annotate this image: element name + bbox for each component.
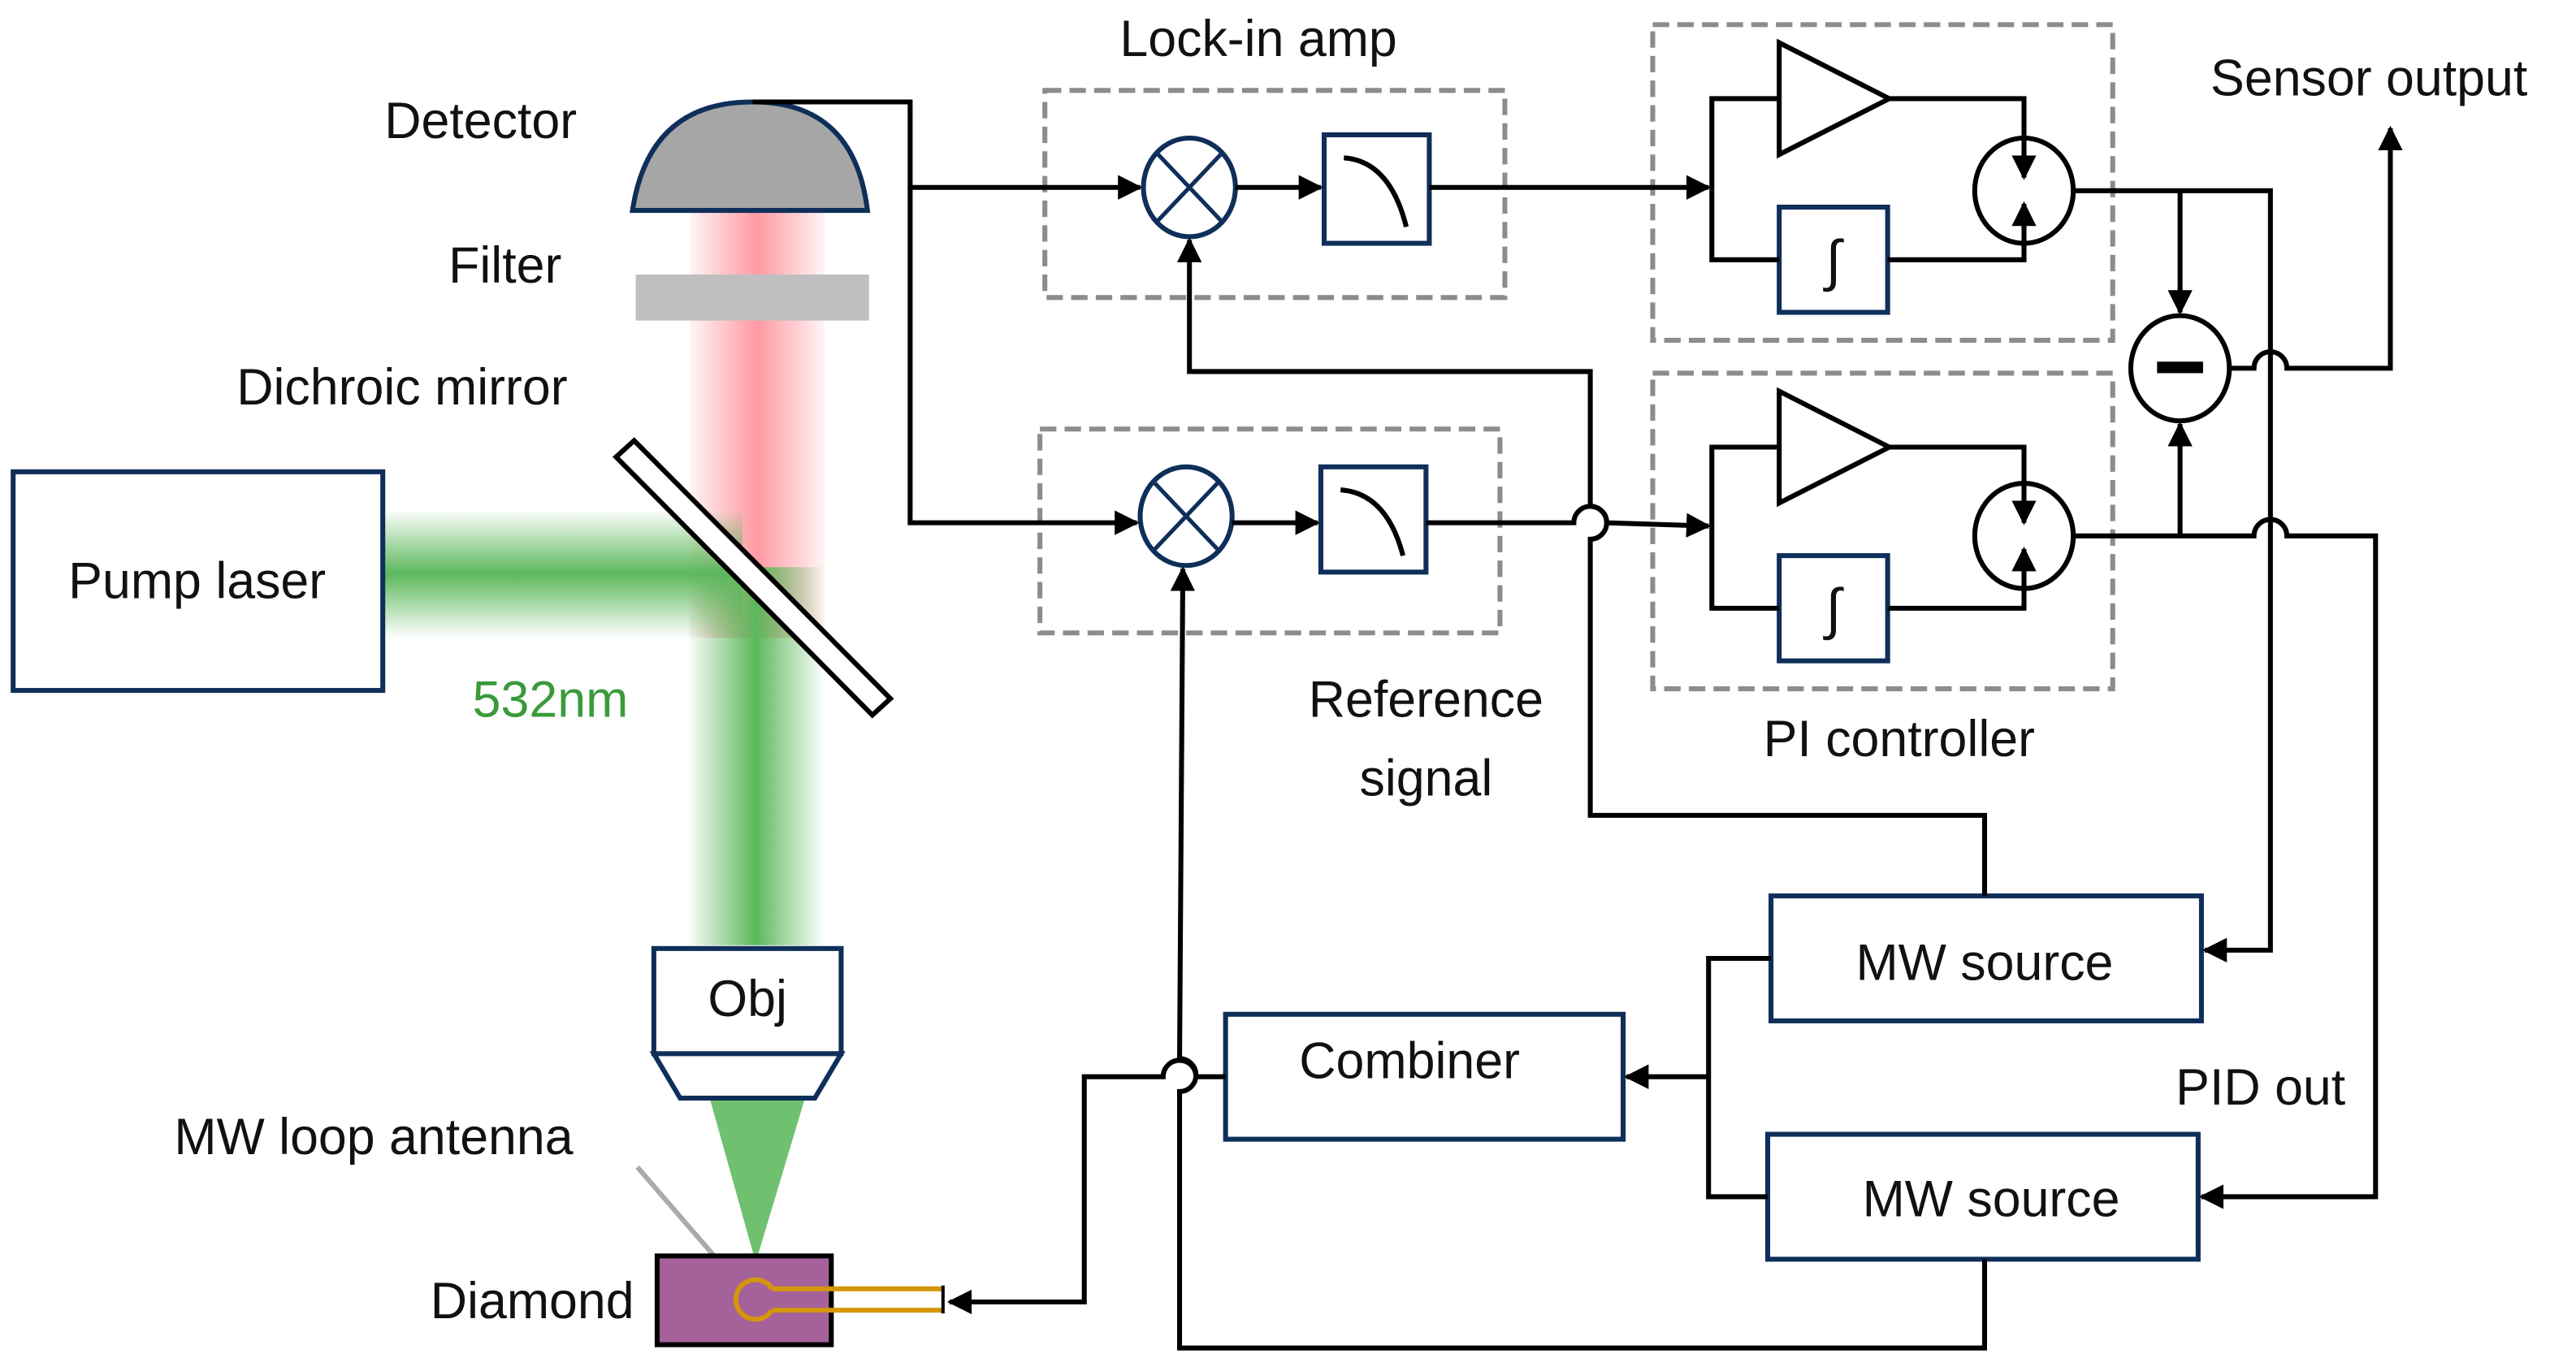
pid-out-label: PID out — [2176, 1059, 2345, 1116]
mixer-2-cross — [1153, 482, 1219, 551]
diamond-sample — [654, 1253, 834, 1347]
sensor-output-label: Sensor output — [2210, 50, 2527, 106]
integrator-1-symbol: ∫ — [1822, 229, 1843, 292]
detector-label: Detector — [384, 93, 577, 149]
green-beam-horizontal — [384, 509, 743, 638]
reference-label-1: Reference — [1309, 671, 1543, 728]
p-gain-2-icon — [1777, 387, 1895, 508]
minus-icon — [2157, 361, 2203, 374]
green-focus-cone — [709, 1098, 805, 1263]
mw-source-2-label: MW source — [1863, 1171, 2120, 1228]
integrator-2-symbol: ∫ — [1822, 577, 1843, 641]
mixer-1-cross — [1156, 153, 1223, 222]
wavelength-label: 532nm — [473, 671, 629, 728]
pi-controller-1-group — [1650, 22, 2115, 343]
pump-laser-box — [11, 469, 386, 694]
antenna-label: MW loop antenna — [174, 1109, 573, 1166]
lowpass-filter-2 — [1318, 464, 1429, 575]
dichroic-mirror-label: Dichroic mirror — [236, 359, 567, 416]
filter-label: Filter — [448, 237, 561, 294]
lowpass-2-curve-icon — [1340, 487, 1405, 556]
lockin-amp-1-group — [1042, 88, 1508, 301]
dichroic-mirror-icon — [612, 437, 894, 719]
mw-source-1-label: MW source — [1856, 934, 2114, 991]
p-gain-1-icon — [1777, 38, 1895, 159]
lowpass-filter-1 — [1321, 132, 1432, 246]
diamond-label: Diamond — [431, 1273, 634, 1330]
combiner-label: Combiner — [1299, 1033, 1520, 1090]
objective-box — [651, 945, 844, 1057]
reference-label-2: signal — [1359, 750, 1492, 807]
objective-lens-icon — [649, 1051, 846, 1101]
lockin-amp-2-group — [1037, 426, 1503, 636]
pi-controller-2-group — [1650, 370, 2115, 692]
loop-antenna-icon — [733, 1277, 943, 1322]
pi-controller-label: PI controller — [1764, 711, 2035, 768]
signal-wires — [752, 99, 2403, 1351]
objective-label: Obj — [708, 971, 787, 1027]
filter-icon — [635, 275, 869, 321]
detector-icon — [630, 99, 871, 214]
lowpass-1-curve-icon — [1343, 155, 1409, 228]
lockin-amp-label: Lock-in amp — [1119, 11, 1396, 67]
pump-laser-label: Pump laser — [68, 553, 326, 610]
